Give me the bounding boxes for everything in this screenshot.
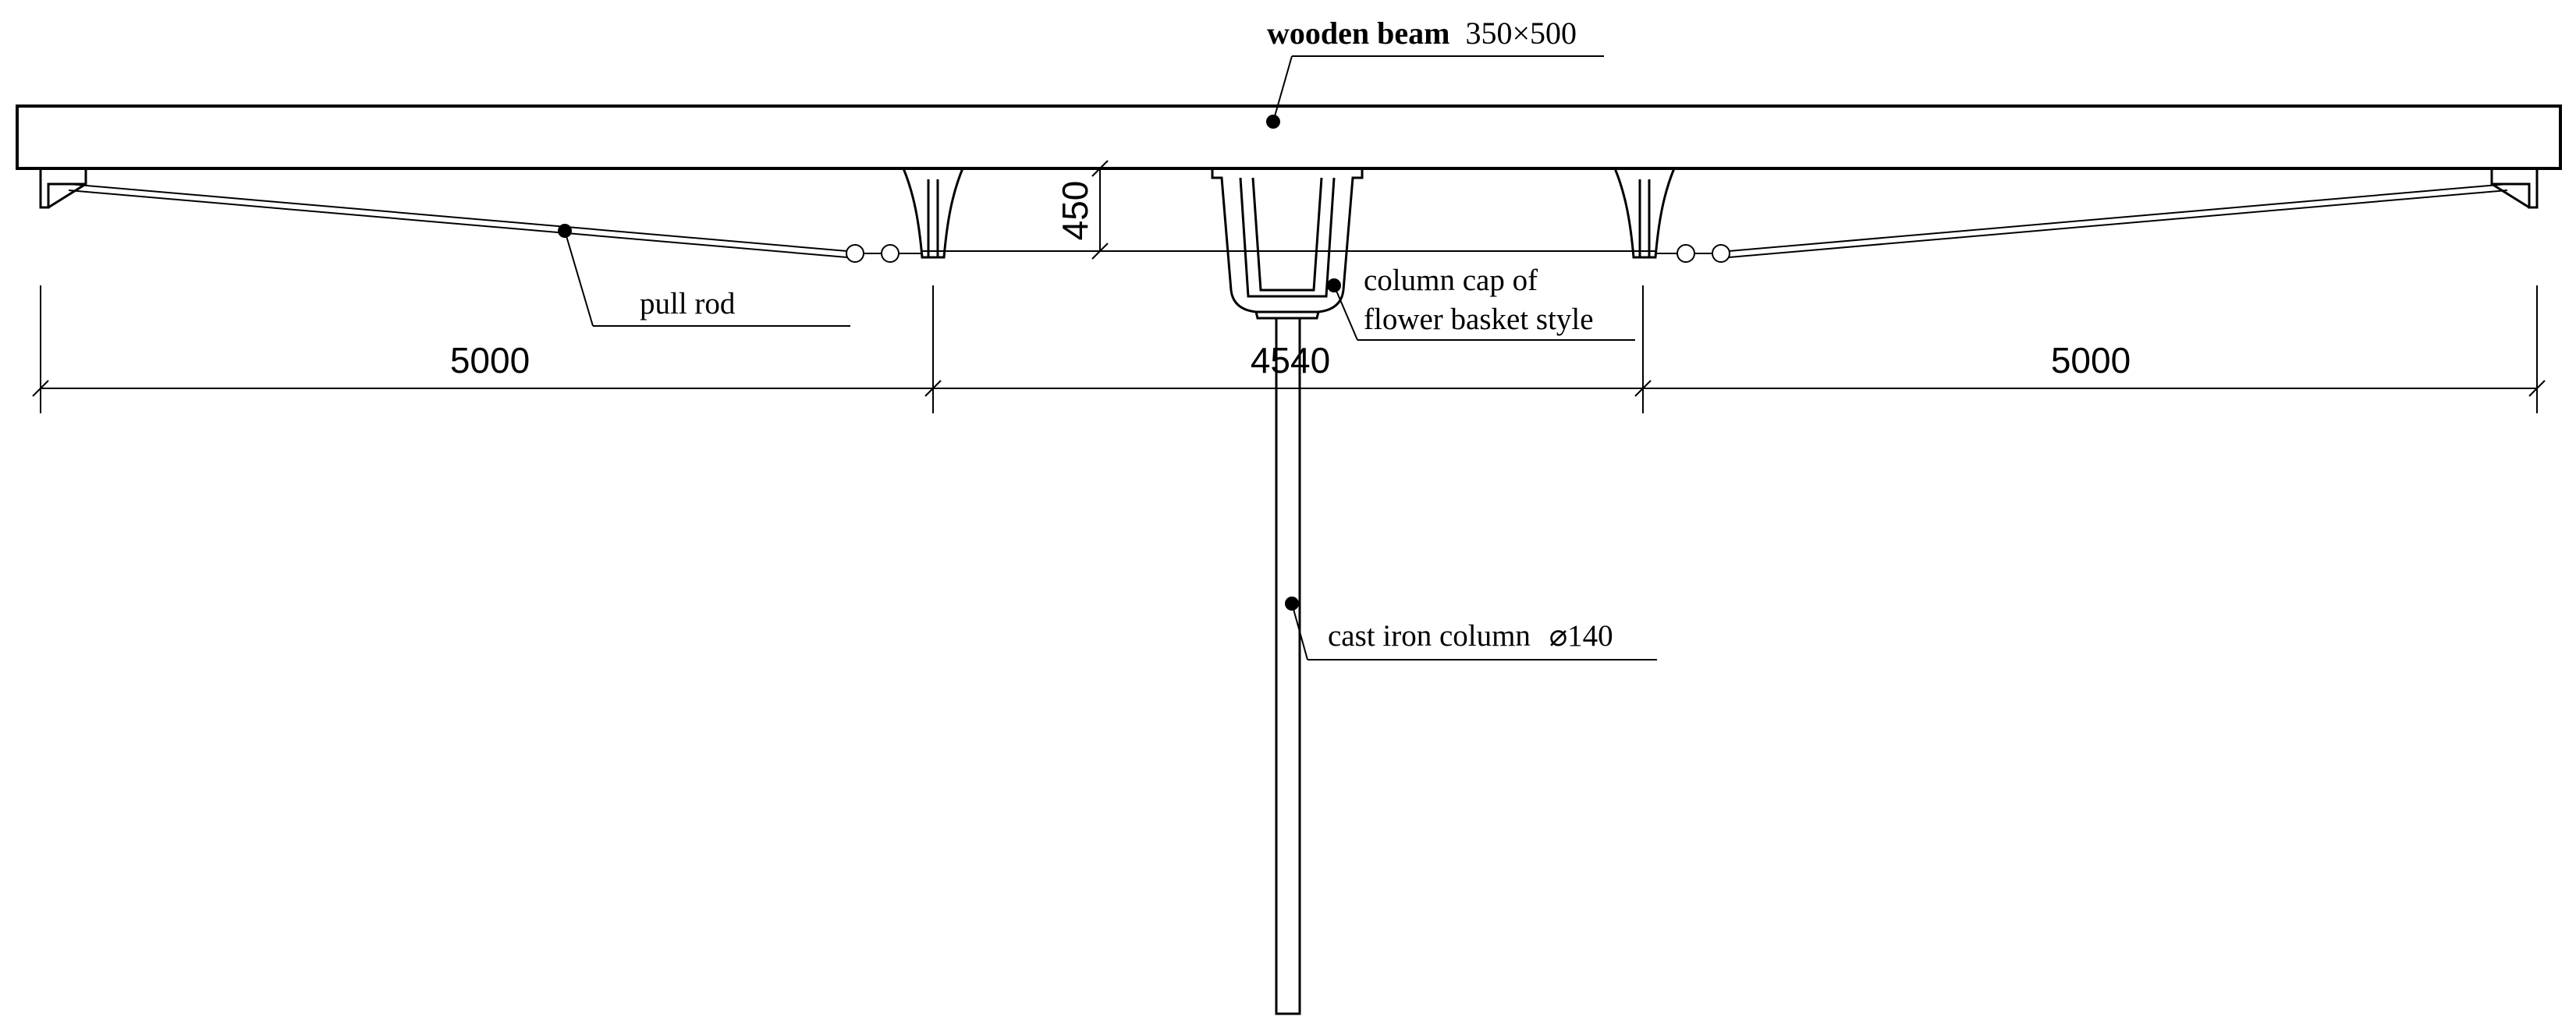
column-cap-label-line1: column cap of xyxy=(1364,264,1538,297)
beam-leader-dot xyxy=(1266,115,1280,129)
beam-name: wooden beam xyxy=(1267,16,1449,51)
pull-rod-leader-dot xyxy=(558,224,572,238)
right-inner-bracket xyxy=(1613,168,1676,259)
column-leader-dot xyxy=(1285,597,1299,611)
pull-rod-label: pull rod xyxy=(640,287,736,320)
wooden-beam xyxy=(16,104,2562,170)
left-inner-bracket xyxy=(902,168,964,259)
height-dimension xyxy=(1091,160,1109,260)
column-cap xyxy=(1211,168,1364,320)
column-cap-label-line2: flower basket style xyxy=(1364,303,1594,336)
height-dimension-value: 450 xyxy=(1055,181,1095,241)
left-span-value: 5000 xyxy=(450,340,530,381)
column-label: cast iron column ⌀140 xyxy=(1328,619,1613,653)
cast-iron-column xyxy=(1275,317,1301,1015)
beam-label: wooden beam 350×500 xyxy=(1267,16,1577,51)
column-cap-leader-dot xyxy=(1327,278,1341,292)
column-cap-leader xyxy=(1333,285,1635,341)
left-end-bracket xyxy=(39,168,87,209)
left-pull-rod xyxy=(68,183,922,263)
beam-leader xyxy=(1272,55,1604,122)
right-end-bracket xyxy=(2490,168,2539,209)
column-size: ⌀140 xyxy=(1549,619,1613,653)
column-name: cast iron column xyxy=(1328,619,1531,653)
right-pull-rod xyxy=(1655,183,2508,263)
column-leader xyxy=(1291,603,1657,660)
pull-rod-leader xyxy=(564,230,850,327)
span-dimension-lines xyxy=(32,285,2546,413)
right-span-value: 5000 xyxy=(2051,340,2131,381)
middle-span-value: 4540 xyxy=(1251,340,1330,381)
beam-size: 350×500 xyxy=(1465,16,1577,51)
